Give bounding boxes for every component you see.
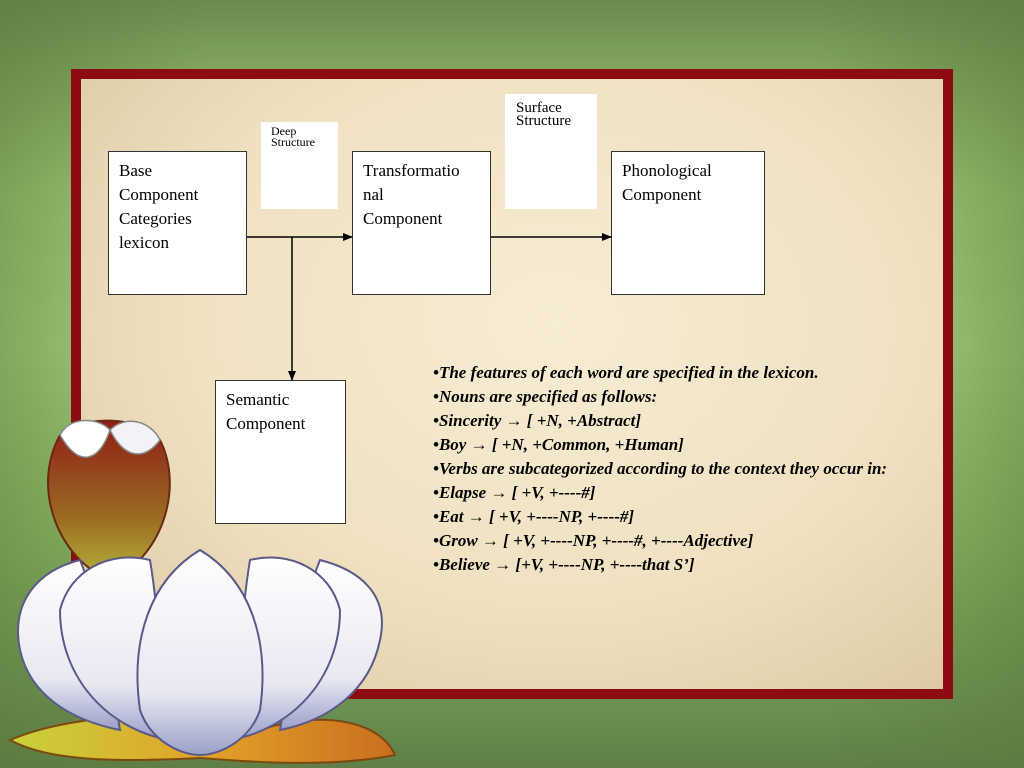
semantic-component-box: Semantic Component (215, 380, 346, 524)
base-component-box: Base Component Categories lexicon (108, 151, 247, 295)
transformational-line-3: Component (363, 209, 443, 228)
semantic-line-2: Component (226, 414, 306, 433)
deep-structure-label: Deep Structure (261, 122, 338, 209)
transformational-line-1: Transformatio (363, 161, 460, 180)
surface-structure-label: Surface Structure (505, 94, 597, 209)
surface-line-1: Surface (516, 100, 562, 116)
bullet-item: •Believe → [+V, +----NP, +----that S’] (433, 555, 695, 574)
bullet-item: •The features of each word are specified… (433, 363, 819, 382)
deep-line-1: Deep (271, 124, 297, 138)
phonological-line-2: Component (622, 185, 702, 204)
bullet-item: •Verbs are subcategorized according to t… (433, 459, 888, 478)
bullet-item: •Sincerity → [ +N, +Abstract] (433, 411, 642, 430)
lotus-flower-icon (7, 419, 397, 764)
phonological-line-1: Phonological (622, 161, 712, 180)
transformational-component-box: Transformatio nal Component (352, 151, 491, 295)
bullet-item: •Nouns are specified as follows: (433, 387, 658, 406)
bullet-list: •The features of each word are specified… (433, 362, 903, 578)
bullet-item: •Boy → [ +N, +Common, +Human] (433, 435, 684, 454)
semantic-line-1: Semantic (226, 390, 290, 409)
bullet-item: •Elapse → [ +V, +----#] (433, 483, 596, 502)
phonological-component-box: Phonological Component (611, 151, 765, 295)
base-line-3: Categories (119, 209, 192, 228)
transformational-line-2: nal (363, 185, 384, 204)
base-line-1: Base (119, 161, 153, 180)
bullet-item: •Eat → [ +V, +----NP, +----#] (433, 507, 635, 526)
surface-line-2: Structure (516, 113, 571, 129)
bullet-item: •Grow → [ +V, +----NP, +----#, +----Adje… (433, 531, 754, 550)
base-line-4: lexicon (119, 233, 170, 252)
deep-line-2: Structure (271, 135, 315, 149)
base-line-2: Component (119, 185, 199, 204)
